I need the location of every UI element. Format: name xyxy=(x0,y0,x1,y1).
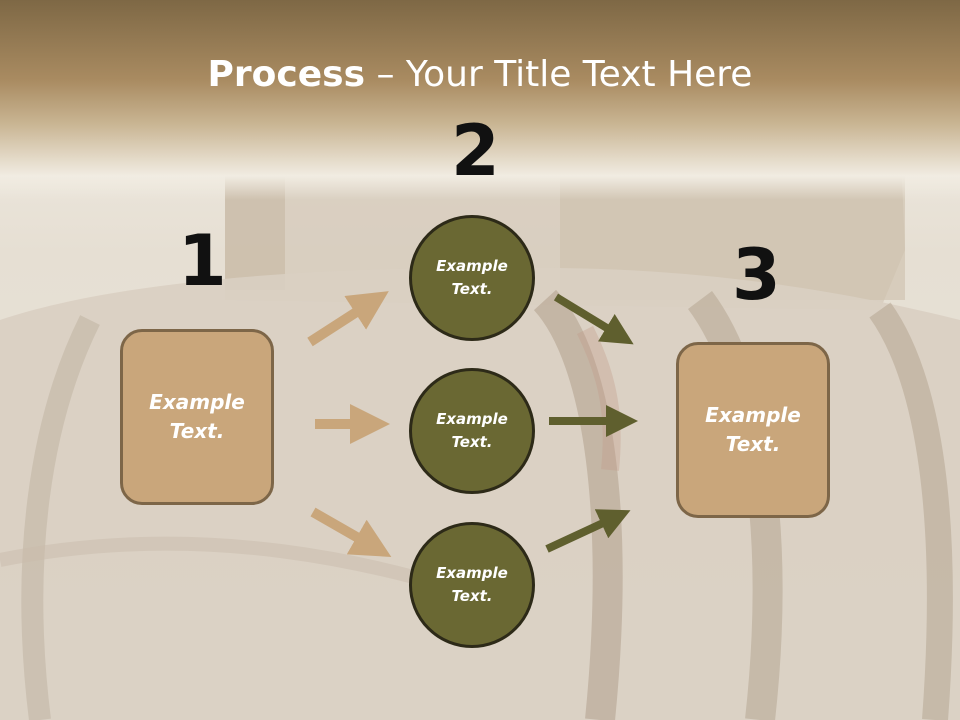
step-number-1: 1 xyxy=(178,220,227,302)
circle-bottom-line2: Text. xyxy=(451,587,493,605)
title-rest: Your Title Text Here xyxy=(405,54,753,95)
step-1-box-line2: Text. xyxy=(169,419,225,443)
slide-title: Process – Your Title Text Here xyxy=(0,52,960,98)
circle-middle-line2: Text. xyxy=(451,433,493,451)
step-1-box-line1: Example xyxy=(149,390,245,414)
arrow-2-to-3-top xyxy=(553,293,634,345)
step-number-3: 3 xyxy=(732,234,781,316)
step-2-circle-bottom[interactable]: Example Text. xyxy=(409,522,535,648)
circle-top-text: Example Text. xyxy=(436,255,508,301)
step-2-circle-top[interactable]: Example Text. xyxy=(409,215,535,341)
circle-top-line1: Example xyxy=(436,257,508,275)
step-1-box[interactable]: Example Text. xyxy=(120,329,274,505)
arrow-2-to-3-bottom xyxy=(545,509,631,553)
step-3-box-line2: Text. xyxy=(725,432,781,456)
title-bold: Process xyxy=(207,54,366,95)
title-dash: – xyxy=(365,54,406,95)
step-2-circle-middle[interactable]: Example Text. xyxy=(409,368,535,494)
arrow-1-to-2-bottom xyxy=(310,507,392,557)
step-3-box[interactable]: Example Text. xyxy=(676,342,830,518)
circle-top-line2: Text. xyxy=(451,280,493,298)
step-3-box-line1: Example xyxy=(705,403,801,427)
circle-middle-line1: Example xyxy=(436,410,508,428)
step-number-2: 2 xyxy=(451,110,500,192)
arrow-1-to-2-top xyxy=(307,291,389,347)
circle-bottom-line1: Example xyxy=(436,564,508,582)
circle-bottom-text: Example Text. xyxy=(436,562,508,608)
circle-middle-text: Example Text. xyxy=(436,408,508,454)
step-3-box-text: Example Text. xyxy=(705,401,801,459)
step-1-box-text: Example Text. xyxy=(149,388,245,446)
title-band xyxy=(0,0,960,200)
